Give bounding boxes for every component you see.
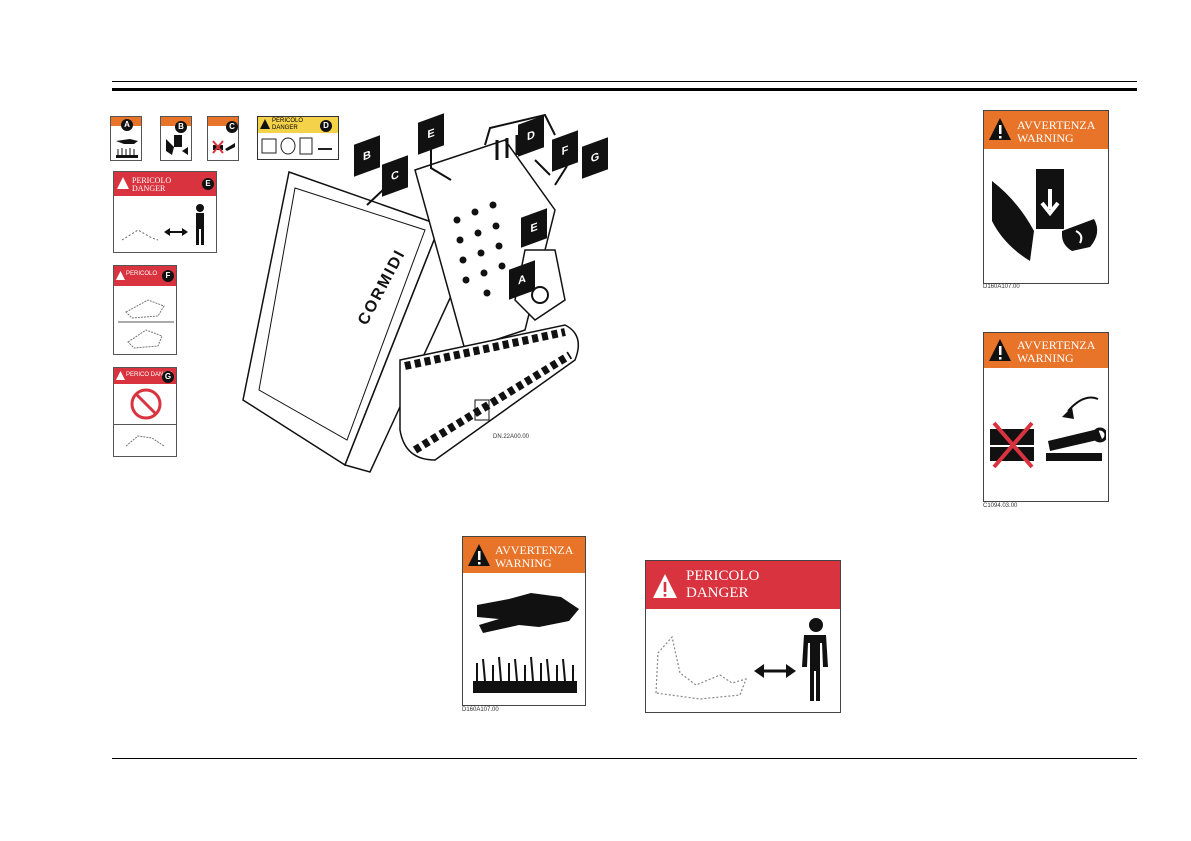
decal-danger-title1: PERICOLO	[686, 569, 759, 584]
mini-decal-f: PERICOLO F	[113, 265, 177, 355]
mini-decal-e-badge: E	[202, 178, 214, 190]
keep-away-icon	[650, 613, 838, 709]
decal-crush-title1: AVVERTENZA	[1017, 339, 1095, 351]
warning-triangle-icon	[116, 271, 125, 280]
mini-decal-b-badge: B	[175, 121, 187, 133]
warning-triangle-icon	[467, 543, 491, 567]
hot-surface-hand-icon	[469, 589, 581, 699]
crush-illustration-icon	[118, 290, 174, 352]
decal-pinch-code: D160A107.00	[983, 284, 1020, 290]
mini-decal-f-title: PERICOLO	[126, 271, 157, 277]
decal-crush-title2: WARNING	[1017, 352, 1074, 364]
mini-decal-g: PERICO DANGE G	[113, 367, 177, 457]
warning-triangle-icon	[988, 117, 1012, 141]
decal-danger-title2: DANGER	[686, 586, 749, 601]
mini-decal-a-badge: A	[121, 119, 133, 131]
footer-rule	[112, 758, 1137, 759]
mini-decal-f-badge: F	[162, 270, 174, 282]
mini-decal-e: PERICOLO DANGER E	[113, 171, 217, 253]
mini-decal-g-divider	[114, 424, 176, 425]
header-rule-thick	[112, 88, 1137, 91]
decal-hot-surface-warning: AVVERTENZA WARNING	[462, 536, 586, 706]
decal-hot-title1: AVVERTENZA	[495, 544, 573, 556]
mini-decal-g-badge: G	[162, 371, 174, 383]
mini-decal-a: A	[110, 116, 142, 161]
hot-surface-hand-icon	[114, 135, 140, 159]
decal-hot-title2: WARNING	[495, 557, 552, 569]
pinch-hand-icon	[164, 133, 190, 159]
decal-pinch-title2: WARNING	[1017, 132, 1074, 144]
decal-hot-code: D160A107.00	[462, 707, 499, 713]
crush-hand-icon	[211, 135, 237, 157]
header-rule-thin	[112, 81, 1137, 82]
mini-decal-e-title2: DANGER	[132, 184, 165, 193]
warning-triangle-icon	[652, 573, 678, 599]
crush-hand-icon	[988, 385, 1106, 475]
overview-drawing-code: DN.22A00.00	[493, 434, 529, 440]
decal-crush-code: C1094.03.00	[983, 503, 1017, 509]
machine-sketch-icon	[124, 430, 168, 452]
pinch-hand-icon	[990, 161, 1102, 276]
mini-decal-b: B	[160, 116, 192, 161]
keep-away-icon	[118, 200, 214, 250]
warning-triangle-icon	[116, 371, 125, 380]
decal-pinch-title1: AVVERTENZA	[1017, 119, 1095, 131]
no-entry-icon	[130, 388, 162, 420]
decal-pinch-warning: AVVERTENZA WARNING	[983, 110, 1109, 284]
decal-crush-warning: AVVERTENZA WARNING	[983, 332, 1109, 502]
warning-triangle-icon	[117, 177, 129, 189]
warning-triangle-icon	[988, 338, 1012, 362]
decal-keep-away-danger: PERICOLO DANGER	[645, 560, 841, 713]
